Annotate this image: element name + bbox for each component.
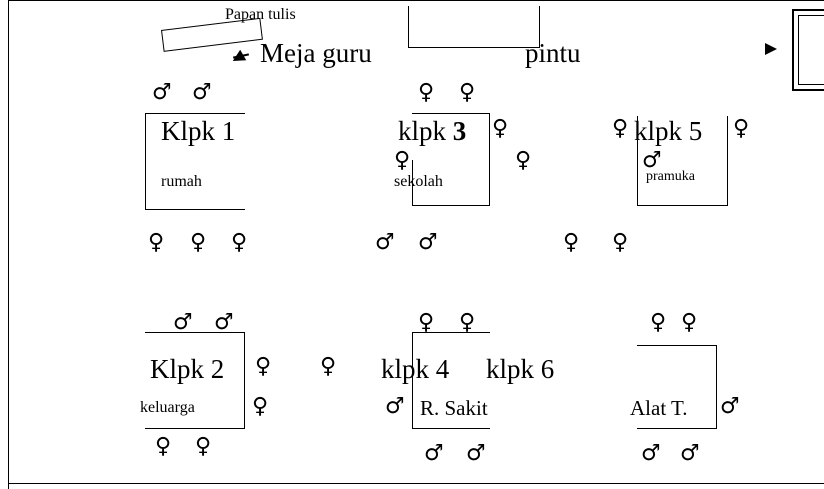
male-symbol: ♂ — [680, 441, 700, 466]
door-frame-inner — [798, 15, 824, 85]
table-edge — [412, 332, 490, 333]
room-border-bottom — [8, 483, 824, 484]
table-edge — [727, 116, 728, 206]
female-symbol: ♀ — [612, 116, 629, 141]
group-2-topic: keluarga — [140, 399, 195, 416]
pintu-label: pintu — [525, 38, 581, 68]
meja-guru-box — [408, 6, 540, 48]
group-4-name: klpk 4 — [381, 354, 450, 384]
table-edge — [412, 332, 413, 429]
table-edge — [412, 113, 490, 114]
male-symbol: ♂ — [214, 310, 234, 335]
male-symbol: ♂ — [192, 80, 212, 105]
female-symbol: ♀ — [563, 230, 580, 255]
male-symbol: ♂ — [720, 394, 740, 419]
male-symbol: ♂ — [642, 148, 662, 173]
male-symbol: ♂ — [418, 230, 438, 255]
male-symbol: ♂ — [641, 441, 661, 466]
papan-tulis-board — [161, 17, 263, 52]
room-border-left — [8, 0, 9, 489]
table-edge — [412, 428, 490, 429]
room-border-top — [8, 0, 824, 1]
male-symbol: ♂ — [466, 441, 486, 466]
arrow-head-icon — [229, 49, 247, 67]
male-symbol: ♂ — [385, 394, 405, 419]
table-edge — [637, 205, 728, 206]
female-symbol: ♀ — [190, 230, 207, 255]
male-symbol: ♂ — [173, 310, 193, 335]
door-frame — [792, 9, 824, 91]
male-symbol: ♂ — [424, 441, 444, 466]
table-edge — [244, 332, 245, 429]
female-symbol: ♀ — [650, 310, 667, 335]
group-3-topic: sekolah — [394, 173, 443, 190]
female-symbol: ♀ — [612, 230, 629, 255]
table-edge — [637, 116, 638, 206]
table-edge — [145, 113, 245, 114]
female-symbol: ♀ — [155, 434, 172, 459]
group-5-name: klpk 5 — [634, 116, 703, 146]
male-symbol: ♂ — [152, 80, 172, 105]
female-symbol: ♀ — [681, 310, 698, 335]
group-1-topic: rumah — [161, 173, 202, 190]
table-edge — [145, 428, 245, 429]
female-symbol: ♀ — [733, 116, 750, 141]
table-edge — [145, 113, 146, 210]
female-symbol: ♀ — [148, 230, 165, 255]
female-symbol: ♀ — [418, 310, 435, 335]
female-symbol: ♀ — [492, 116, 509, 141]
female-symbol: ♀ — [252, 394, 269, 419]
group-2-name: Klpk 2 — [150, 354, 225, 384]
table-edge — [145, 332, 245, 333]
papan-tulis-label: Papan tulis — [225, 6, 296, 23]
female-symbol: ♀ — [195, 434, 212, 459]
female-symbol: ♀ — [459, 310, 476, 335]
female-symbol: ♀ — [459, 80, 476, 105]
alat-topic: Alat T. — [630, 396, 688, 420]
table-edge — [637, 345, 717, 346]
female-symbol: ♀ — [394, 148, 411, 173]
table-edge — [489, 113, 490, 206]
table-edge — [412, 160, 413, 206]
female-symbol: ♀ — [418, 80, 435, 105]
female-symbol: ♀ — [231, 230, 248, 255]
group-1-name: Klpk 1 — [161, 116, 236, 146]
meja-guru-label: Meja guru — [260, 38, 372, 68]
group-3-name: klpk 3 — [398, 116, 467, 146]
group-6-name: klpk 6 — [486, 354, 555, 384]
table-edge — [412, 205, 490, 206]
table-edge — [637, 428, 717, 429]
male-symbol: ♂ — [375, 230, 395, 255]
female-symbol: ♀ — [255, 354, 272, 379]
table-edge — [145, 209, 245, 210]
group-5-topic: pramuka — [646, 169, 695, 184]
table-edge — [716, 345, 717, 429]
door-arrow-icon — [765, 43, 777, 55]
female-symbol: ♀ — [515, 148, 532, 173]
rsakit-topic: R. Sakit — [420, 396, 488, 420]
female-symbol: ♀ — [320, 354, 337, 379]
